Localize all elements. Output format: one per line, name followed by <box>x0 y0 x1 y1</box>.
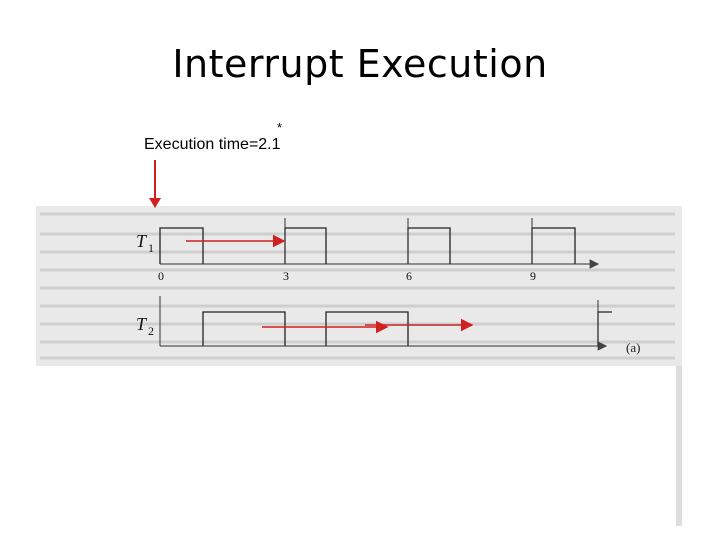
task-t1-label: T <box>136 231 148 251</box>
execution-time-label: Execution time=2.1 <box>144 136 281 153</box>
scan-edge <box>676 366 682 526</box>
asterisk-marker: * <box>277 120 283 135</box>
task-t2-row <box>159 296 612 351</box>
tick-label-6: 6 <box>406 269 412 283</box>
task-t1-subscript: 1 <box>148 241 154 255</box>
slide-title: Interrupt Execution <box>172 42 548 86</box>
task-t1-row <box>159 218 600 269</box>
tick-label-3: 3 <box>283 269 289 283</box>
tick-label-0: 0 <box>158 269 164 283</box>
figure-part-label: (a) <box>626 340 640 355</box>
task-t2-label: T <box>136 314 148 334</box>
task-t2-subscript: 2 <box>148 324 154 338</box>
down-arrow-icon <box>149 160 161 208</box>
scan-texture <box>40 212 675 360</box>
tick-label-9: 9 <box>530 269 536 283</box>
